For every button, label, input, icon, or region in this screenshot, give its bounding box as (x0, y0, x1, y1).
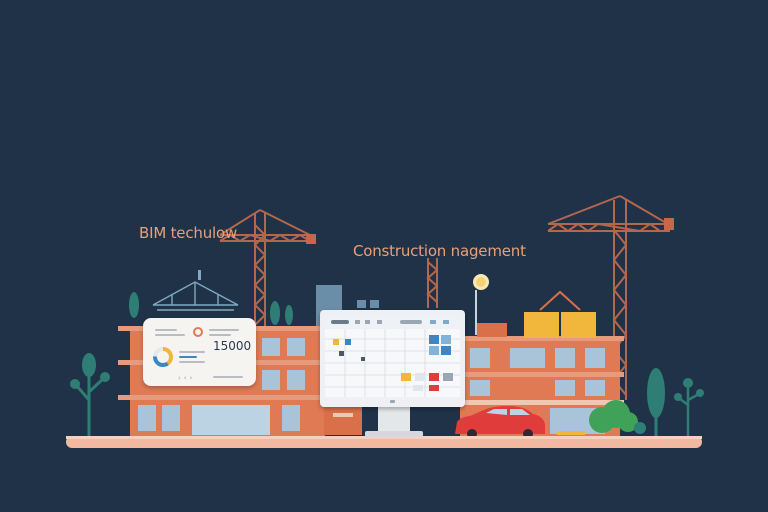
floor-plan-grid (325, 329, 460, 397)
tree-right-1 (647, 368, 665, 436)
card-text-line (179, 361, 205, 363)
bg-block-2 (370, 300, 379, 308)
screen-toolbar (325, 315, 460, 329)
card-text-line (179, 351, 205, 353)
right-crane-cab (664, 218, 674, 230)
roof-truss (152, 281, 239, 311)
bim-technology-label: BIM techulow (139, 224, 238, 242)
middle-crane (426, 258, 439, 308)
card-metric-value: 15000 (213, 339, 252, 353)
tree-left-4 (285, 305, 293, 325)
card-text-line (179, 356, 197, 358)
monitor-neck (378, 407, 410, 433)
computer-monitor (320, 310, 465, 407)
card-text-line (155, 329, 177, 331)
monitor-logo (390, 400, 395, 403)
card-text-line (155, 334, 185, 336)
car (455, 406, 545, 439)
tree-left-1 (70, 353, 110, 436)
bg-block-1 (357, 300, 366, 308)
card-text-line (209, 329, 239, 331)
right-crane (547, 195, 670, 400)
monitor-base (365, 431, 423, 437)
left-crane (219, 209, 315, 330)
monitor-base-box (324, 407, 362, 435)
card-text-line (209, 334, 231, 336)
barrier (557, 431, 585, 435)
tree-left-3 (270, 301, 280, 325)
alert-icon (193, 327, 203, 337)
monitor-screen (325, 315, 460, 397)
tree-right-2 (674, 378, 704, 436)
truss-post (198, 270, 201, 280)
tree-left-2 (129, 292, 139, 318)
card-nav-arrows: ›‹› (178, 374, 196, 382)
construction-management-label: Construction nagement (353, 242, 526, 260)
donut-chart-icon (153, 347, 173, 367)
dashboard-card: 15000 ›‹› (143, 318, 256, 386)
bush (589, 400, 646, 434)
card-text-line (213, 376, 243, 378)
left-crane-weight (306, 234, 316, 244)
